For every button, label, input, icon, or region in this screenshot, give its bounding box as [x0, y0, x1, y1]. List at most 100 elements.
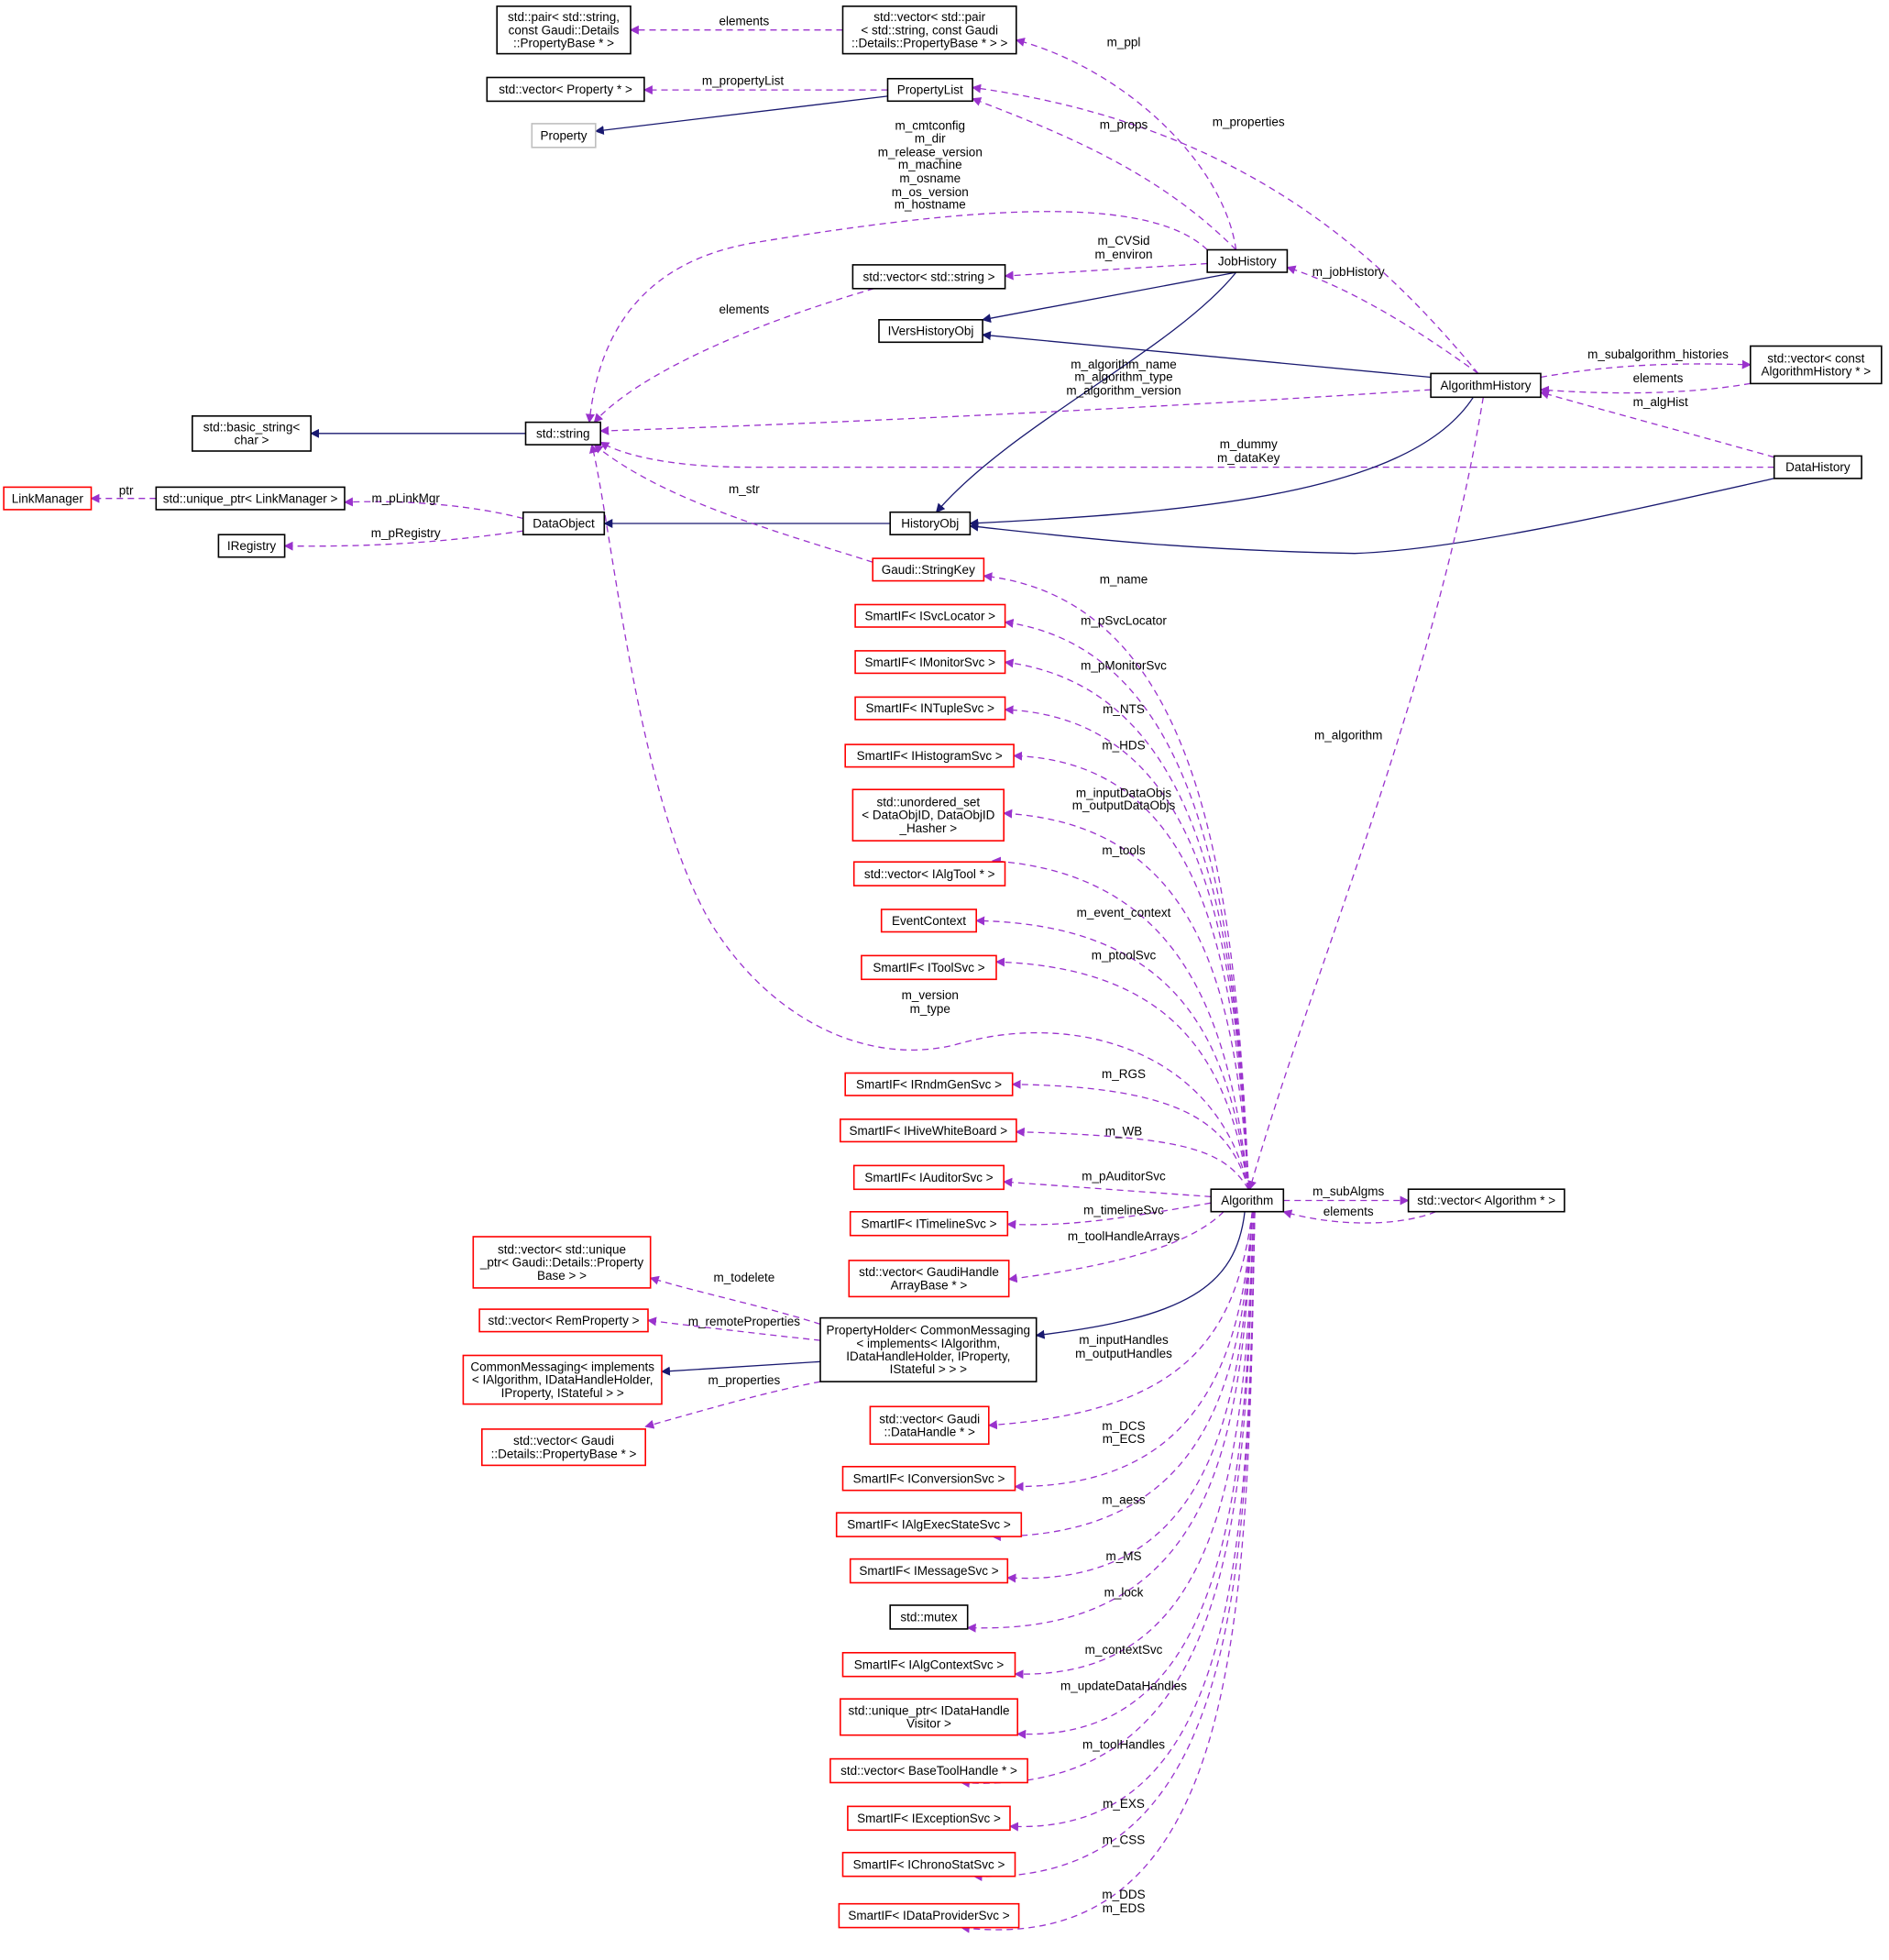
usage-edge [1282, 1209, 1436, 1224]
node-label: std::unique_ptr< IDataHandle [849, 1704, 1010, 1718]
class-node-property-list[interactable]: PropertyList [886, 78, 973, 103]
node-label: LinkManager [12, 491, 84, 505]
class-node-std-string[interactable]: std::string [524, 421, 601, 446]
node-label: char > [235, 434, 269, 447]
edge-label: m_propertyList [702, 74, 785, 88]
class-node-ivers-history-obj[interactable]: IVersHistoryObj [878, 318, 983, 344]
node-label: SmartIF< IRndmGenSvc > [856, 1077, 1002, 1091]
edge-label: m_dummy [1220, 437, 1278, 451]
class-node-data-object[interactable]: DataObject [522, 511, 606, 536]
class-node-si-histogramsvc[interactable]: SmartIF< IHistogramSvc > [844, 743, 1015, 768]
class-node-common-messaging[interactable]: CommonMessaging< implements< IAlgorithm,… [462, 1354, 663, 1405]
node-label: DataHistory [1785, 460, 1851, 474]
class-node-property[interactable]: Property [531, 123, 597, 149]
class-node-si-algexecstatesvc[interactable]: SmartIF< IAlgExecStateSvc > [835, 1512, 1023, 1537]
edge-label: m_algorithm_type [1074, 370, 1172, 384]
node-label: const Gaudi::Details [509, 23, 620, 37]
node-label: ::Details::PropertyBase * > [491, 1447, 637, 1460]
class-node-vec-algtool[interactable]: std::vector< IAlgTool * > [852, 861, 1006, 886]
class-node-link-manager[interactable]: LinkManager [3, 486, 93, 511]
edge-label: m_cmtconfig [895, 119, 966, 133]
class-node-vec-string[interactable]: std::vector< std::string > [851, 264, 1006, 290]
class-node-si-toolsvc[interactable]: SmartIF< IToolSvc > [861, 954, 997, 981]
usage-edge [1004, 262, 1208, 281]
node-box [524, 421, 601, 446]
class-node-vec-datahandle[interactable]: std::vector< Gaudi::DataHandle * > [869, 1405, 990, 1446]
class-node-iregistry[interactable]: IRegistry [217, 534, 286, 558]
class-node-unique-link-mgr[interactable]: std::unique_ptr< LinkManager > [155, 486, 346, 511]
class-node-si-conversionsvc[interactable]: SmartIF< IConversionSvc > [841, 1466, 1016, 1492]
class-node-si-auditorsvc[interactable]: SmartIF< IAuditorSvc > [852, 1164, 1005, 1191]
node-box [861, 954, 997, 981]
usage-edge [975, 916, 1249, 1190]
node-label: SmartIF< IAuditorSvc > [864, 1171, 993, 1184]
class-node-data-history[interactable]: DataHistory [1773, 455, 1862, 479]
edge-label: m_WB [1105, 1125, 1143, 1139]
class-node-basic-string[interactable]: std::basic_string<char > [192, 414, 312, 452]
class-node-algorithm[interactable]: Algorithm [1210, 1188, 1285, 1213]
node-box [849, 1558, 1009, 1584]
usage-edge [983, 572, 1249, 1190]
edge-label: m_os_version [892, 185, 969, 199]
class-node-vec-unique-propbase[interactable]: std::vector< std::unique_ptr< Gaudi::Det… [472, 1236, 652, 1289]
node-box [1407, 1188, 1565, 1213]
class-node-vec-pair[interactable]: std::vector< std::pair< std::string, con… [841, 6, 1017, 55]
class-node-algorithm-history[interactable]: AlgorithmHistory [1430, 372, 1542, 399]
class-node-history-obj[interactable]: HistoryObj [889, 511, 972, 536]
usage-edge [589, 444, 1249, 1190]
node-label: SmartIF< IMessageSvc > [859, 1564, 998, 1578]
node-box [878, 318, 983, 344]
node-box [835, 1512, 1023, 1537]
edge-label: m_osname [899, 171, 961, 185]
class-node-si-monitorsvc[interactable]: SmartIF< IMonitorSvc > [854, 650, 1006, 675]
node-label: AlgorithmHistory * > [1761, 365, 1871, 379]
edge-label: m_ppl [1107, 35, 1141, 49]
class-node-si-ntuplesvc[interactable]: SmartIF< INTupleSvc > [854, 696, 1006, 721]
node-label: SmartIF< IChronoStatSvc > [853, 1857, 1005, 1871]
edge-label: ptr [119, 484, 134, 498]
node-box [844, 1072, 1014, 1096]
node-label: ArrayBase * > [891, 1278, 968, 1292]
edge-label: m_NTS [1103, 702, 1145, 716]
class-node-si-messagesvc[interactable]: SmartIF< IMessageSvc > [849, 1558, 1009, 1584]
node-label: IVersHistoryObj [888, 325, 974, 338]
node-box [829, 1757, 1028, 1784]
class-node-job-history[interactable]: JobHistory [1206, 248, 1289, 273]
node-label: ::Details::PropertyBase * > > [851, 37, 1007, 50]
edge-label: elements [719, 303, 770, 316]
class-node-si-exceptionsvc[interactable]: SmartIF< IExceptionSvc > [847, 1805, 1011, 1832]
class-node-si-hivewhiteboard[interactable]: SmartIF< IHiveWhiteBoard > [839, 1118, 1017, 1143]
class-node-property-holder[interactable]: PropertyHolder< CommonMessaging< impleme… [819, 1316, 1038, 1382]
class-node-unordered-set[interactable]: std::unordered_set< DataObjID, DataObjID… [851, 788, 1005, 842]
node-label: JobHistory [1218, 254, 1277, 268]
class-node-event-context[interactable]: EventContext [880, 908, 978, 933]
edge-label: m_CSS [1103, 1833, 1146, 1846]
class-node-vec-algorithm[interactable]: std::vector< Algorithm * > [1407, 1188, 1565, 1213]
class-node-si-chronostatsvc[interactable]: SmartIF< IChronoStatSvc > [841, 1852, 1016, 1877]
class-node-vec-propbase[interactable]: std::vector< Gaudi::Details::PropertyBas… [480, 1428, 646, 1467]
class-node-vec-remproperty[interactable]: std::vector< RemProperty > [478, 1308, 649, 1333]
usage-edge [644, 1381, 821, 1429]
class-node-si-dataprovidersvc[interactable]: SmartIF< IDataProviderSvc > [838, 1902, 1020, 1929]
node-box [841, 1652, 1016, 1678]
class-node-si-rndmgensvc[interactable]: SmartIF< IRndmGenSvc > [844, 1072, 1014, 1096]
node-box [847, 1805, 1011, 1832]
class-node-string-key[interactable]: Gaudi::StringKey [872, 557, 985, 582]
class-node-si-timelinesvc[interactable]: SmartIF< ITimelineSvc > [849, 1211, 1009, 1237]
edge-label: m_machine [898, 158, 962, 171]
edge-label: m_str [729, 482, 760, 496]
inheritance-edge [594, 95, 888, 135]
class-node-si-algcontextsvc[interactable]: SmartIF< IAlgContextSvc > [841, 1652, 1016, 1678]
class-node-std-mutex[interactable]: std::mutex [889, 1604, 969, 1630]
class-node-pair-prop[interactable]: std::pair< std::string,const Gaudi::Deta… [496, 6, 631, 55]
class-node-vec-property[interactable]: std::vector< Property * > [486, 76, 645, 103]
class-node-si-svclocator[interactable]: SmartIF< ISvcLocator > [854, 603, 1006, 628]
edge-label: m_subalgorithm_histories [1587, 347, 1729, 361]
class-node-vec-basetoolhandle[interactable]: std::vector< BaseToolHandle * > [829, 1757, 1028, 1784]
edge-label: elements [719, 14, 770, 28]
edge-label: m_lock [1104, 1586, 1144, 1600]
edge-label: m_event_context [1077, 906, 1171, 919]
